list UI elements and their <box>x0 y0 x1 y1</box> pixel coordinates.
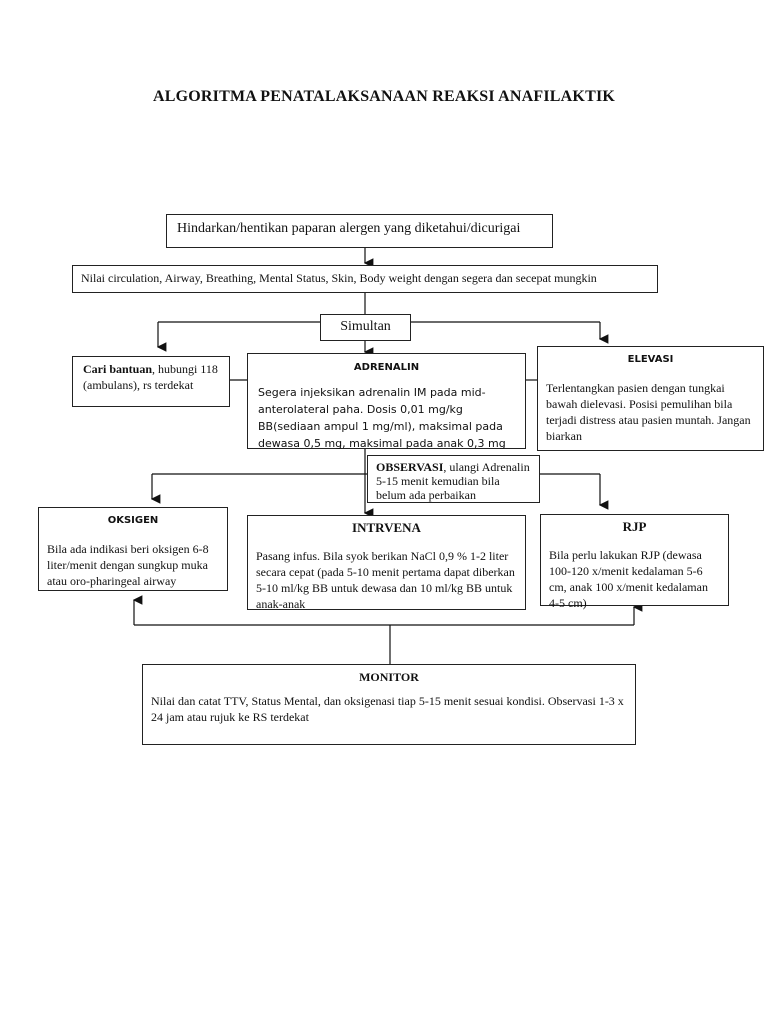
oksigen-box: OKSIGEN Bila ada indikasi beri oksigen 6… <box>38 507 228 591</box>
simultan-box: Simultan <box>320 314 411 341</box>
intravena-box: INTRVENA Pasang infus. Bila syok berikan… <box>247 515 526 611</box>
observasi-text: , ulangi Adrenalin 5-15 menit kemudian b… <box>376 460 530 502</box>
adrenalin-text: Segera injeksikan adrenalin IM pada mid-… <box>258 386 506 450</box>
rjp-box: RJP Bila perlu lakukan RJP (dewasa 100-1… <box>540 514 729 610</box>
monitor-text: Nilai dan catat TTV, Status Mental, dan … <box>151 694 624 724</box>
cari-bantuan-box: Cari bantuan, hubungi 118 (ambulans), rs… <box>72 356 230 407</box>
step-avoid-allergen-text: Hindarkan/hentikan paparan alergen yang … <box>177 221 521 236</box>
elevasi-header: ELEVASI <box>627 354 674 365</box>
observasi-bold: OBSERVASI <box>376 460 444 474</box>
monitor-box: MONITOR Nilai dan catat TTV, Status Ment… <box>142 664 636 745</box>
step-assess: Nilai circulation, Airway, Breathing, Me… <box>72 265 658 293</box>
intravena-text: Pasang infus. Bila syok berikan NaCl 0,9… <box>256 549 515 611</box>
oksigen-header: OKSIGEN <box>107 515 159 526</box>
intravena-header: INTRVENA <box>352 520 421 535</box>
cari-bantuan-text: , hubungi 118 (ambulans), rs terdekat <box>83 362 218 392</box>
monitor-header: MONITOR <box>359 670 419 684</box>
oksigen-text: Bila ada indikasi beri oksigen 6-8 liter… <box>47 542 209 588</box>
cari-bantuan-bold: Cari bantuan <box>83 362 153 376</box>
elevasi-box: ELEVASI Terlentangkan pasien dengan tung… <box>537 346 764 451</box>
step-assess-text: Nilai circulation, Airway, Breathing, Me… <box>81 271 597 285</box>
adrenalin-header: ADRENALIN <box>353 362 420 373</box>
elevasi-text: Terlentangkan pasien dengan tungkai bawa… <box>546 381 751 443</box>
rjp-text: Bila perlu lakukan RJP (dewasa 100-120 x… <box>549 548 708 610</box>
observasi-box: OBSERVASI, ulangi Adrenalin 5-15 menit k… <box>367 455 540 503</box>
rjp-header: RJP <box>622 519 647 534</box>
step-avoid-allergen: Hindarkan/hentikan paparan alergen yang … <box>166 214 553 248</box>
simultan-text: Simultan <box>340 319 391 334</box>
page-title: ALGORITMA PENATALAKSANAAN REAKSI ANAFILA… <box>152 88 616 105</box>
adrenalin-box: ADRENALIN Segera injeksikan adrenalin IM… <box>247 353 526 450</box>
